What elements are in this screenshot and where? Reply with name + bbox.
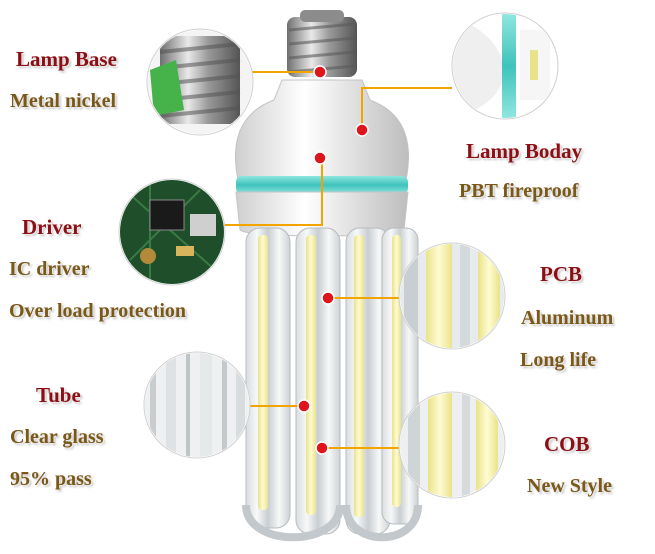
leader-driver [222, 160, 323, 226]
lamp-base-desc: Metal nickel [10, 90, 117, 112]
pcb-title: PCB [540, 262, 582, 286]
pcb-desc-1: Aluminum [521, 307, 614, 329]
pcb-desc-2: Long life [520, 349, 597, 371]
detail-lamp-body [451, 12, 559, 120]
detail-lamp-base [146, 28, 254, 136]
leader-lamp-body [361, 87, 452, 128]
detail-tube [143, 351, 251, 459]
tube-desc-1: Clear glass [10, 426, 104, 448]
marker-pcb [321, 291, 335, 305]
detail-pcb [398, 242, 506, 350]
lamp-illustration [234, 10, 422, 542]
lamp-base-title: Lamp Base [16, 47, 117, 71]
cob-desc-1: New Style [527, 475, 612, 497]
driver-title: Driver [22, 215, 82, 239]
driver-desc-1: IC driver [9, 258, 90, 280]
driver-desc-2: Over load protection [9, 300, 187, 322]
tube-desc-2: 95% pass [10, 468, 92, 490]
marker-cob [315, 441, 329, 455]
lamp-base-thread [287, 10, 357, 77]
detail-cob [398, 391, 506, 499]
lamp-body-desc: PBT fireproof [459, 180, 579, 202]
cob-title: COB [544, 432, 590, 456]
marker-lamp-base [313, 65, 327, 79]
lamp-tubes [242, 227, 422, 542]
markers [297, 65, 369, 455]
detail-driver [118, 178, 226, 286]
leader-lines [222, 71, 452, 449]
tube-title: Tube [36, 383, 81, 407]
marker-tube [297, 399, 311, 413]
marker-lamp-body [355, 123, 369, 137]
lamp-body-title: Lamp Boday [466, 139, 583, 163]
marker-driver [313, 151, 327, 165]
